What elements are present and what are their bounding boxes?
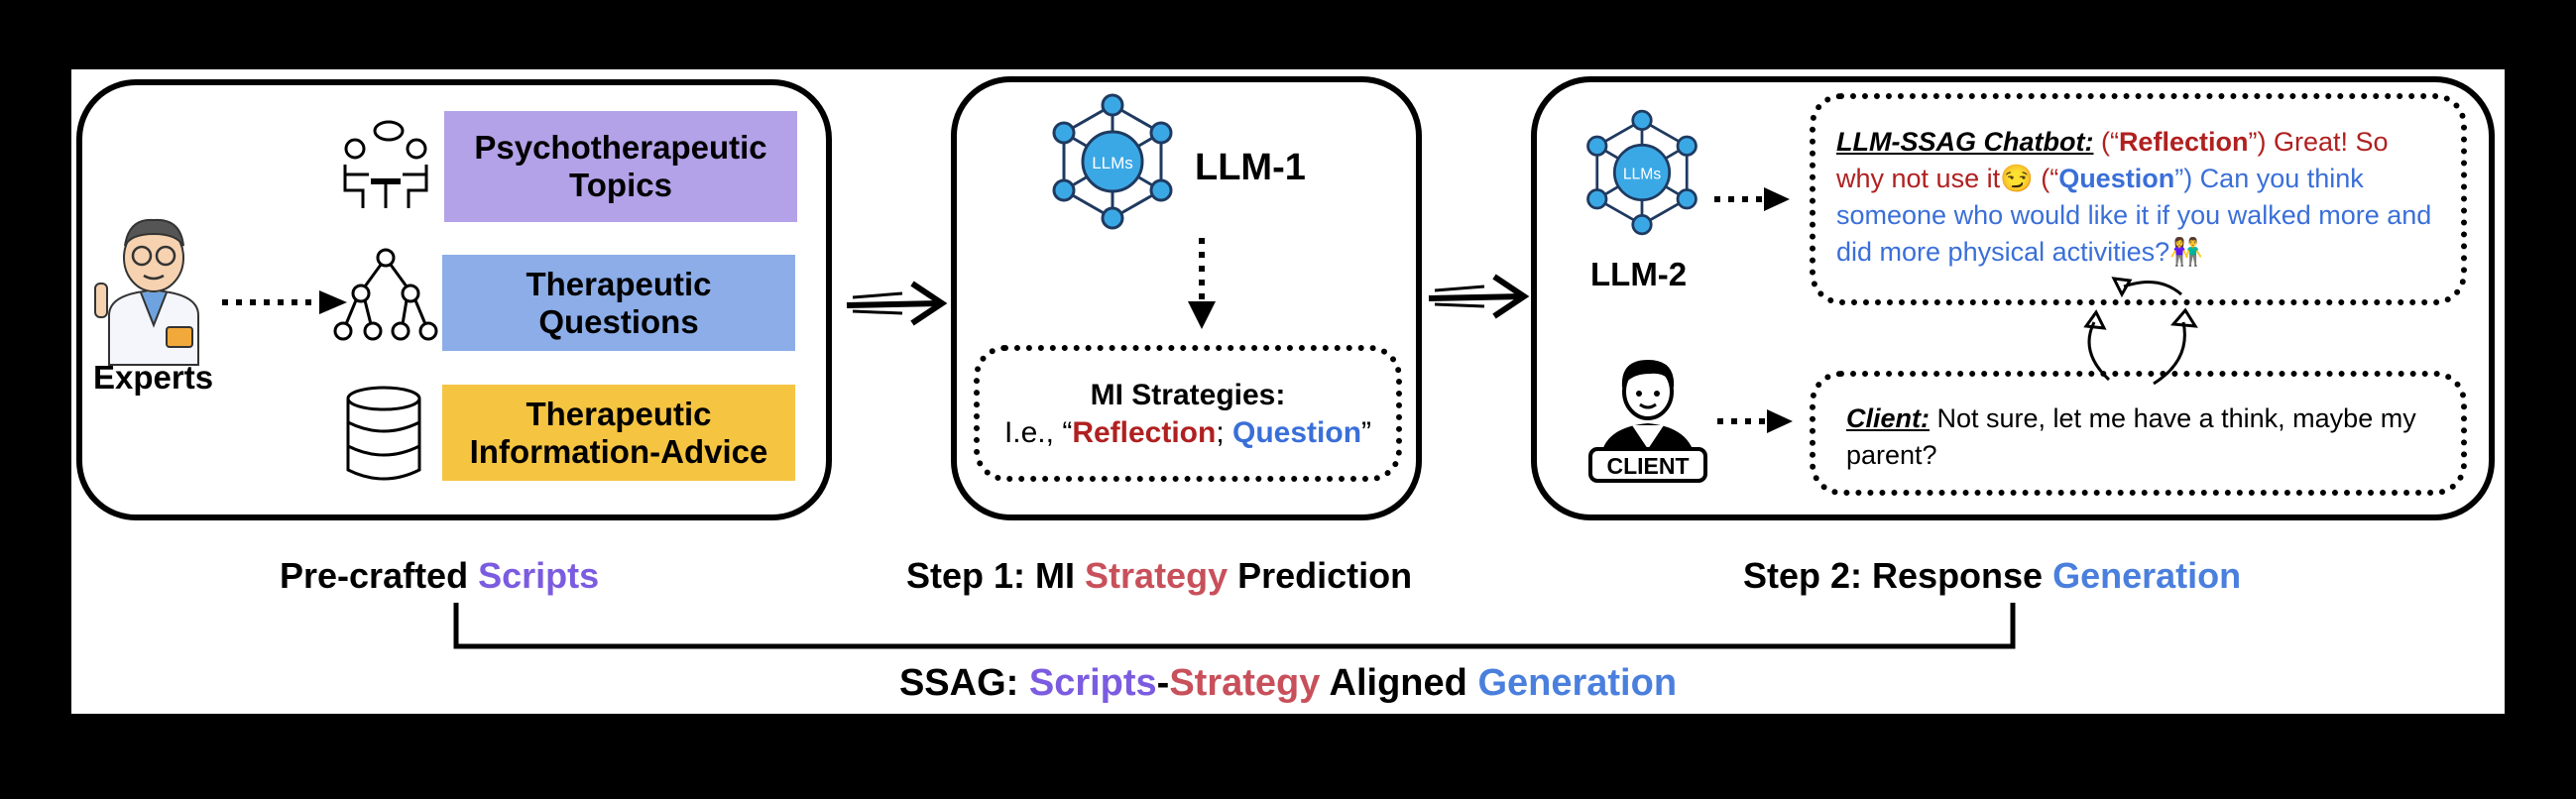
- llm-2-label: LLM-2: [1590, 256, 1688, 292]
- flow-arrow-2: [1428, 274, 1530, 319]
- strategy-caption: Step 1: MI Strategy Prediction: [906, 555, 1412, 597]
- llm-1-network-icon: LLMs: [1052, 93, 1173, 230]
- client-dotted-arrow: [1717, 409, 1793, 433]
- client-badge-text: CLIENT: [1606, 453, 1689, 479]
- psychotherapeutic-topics-box: Psychotherapeutic Topics: [444, 111, 797, 222]
- llm-1-icon-text: LLMs: [1092, 154, 1133, 172]
- scripts-caption: Pre-crafted Scripts: [280, 555, 599, 597]
- scripts-panel: [76, 79, 832, 520]
- llm-2-dotted-arrow: [1714, 187, 1790, 211]
- ssag-title-generation: Generation: [1477, 662, 1678, 704]
- strategy-panel: [951, 76, 1422, 520]
- chatbot-part-1: (“: [2093, 127, 2119, 157]
- chatbot-part-3: ”) Can you think someone who would like …: [1836, 164, 2432, 267]
- ssag-title-strategy: Strategy: [1169, 662, 1321, 704]
- chatbot-tag-reflection: Reflection: [2118, 127, 2249, 157]
- ssag-title: SSAG: Scripts-Strategy Aligned Generatio…: [71, 662, 2505, 705]
- mi-strategies-box: [974, 345, 1402, 482]
- strategy-reflection: Reflection: [1072, 416, 1217, 449]
- flow-arrow-1: [846, 281, 948, 326]
- strategies-separator: ;: [1216, 416, 1233, 449]
- bottom-bracket: [453, 603, 2016, 649]
- chatbot-tag-question: Question: [2058, 164, 2175, 193]
- llm-1-label: LLM-1: [1195, 147, 1306, 188]
- chatbot-part-2: ”) Great! So why not use it😏 (“: [1836, 127, 2389, 193]
- strategy-caption-prefix: Step 1: MI: [906, 555, 1086, 596]
- generation-caption-prefix: Step 2: Response: [1743, 555, 2053, 596]
- strategies-prefix: I.e., “: [1003, 416, 1073, 449]
- client-message-box: [1810, 371, 2467, 496]
- strategies-suffix: ”: [1361, 416, 1372, 449]
- client-name: Client:: [1846, 403, 1930, 433]
- generation-panel: [1531, 76, 2495, 520]
- ssag-title-scripts: Scripts: [1028, 662, 1157, 704]
- therapeutic-information-advice-box: Therapeutic Information-Advice: [442, 385, 795, 481]
- llm-2-network-icon: LLMs: [1586, 109, 1698, 236]
- conversation-icon: [343, 120, 428, 208]
- chatbot-name: LLM-SSAG Chatbot:: [1836, 127, 2094, 157]
- experts-dotted-arrow: [222, 290, 347, 314]
- scripts-caption-prefix: Pre-crafted: [280, 555, 479, 596]
- chatbot-message: LLM-SSAG Chatbot: (“Reflection”) Great! …: [1836, 124, 2441, 271]
- expert-doctor-icon: [94, 218, 199, 366]
- ssag-title-hyphen: -: [1156, 662, 1170, 704]
- strategy-caption-suffix: Prediction: [1228, 555, 1413, 596]
- therapeutic-questions-box: Therapeutic Questions: [442, 255, 795, 351]
- generation-caption-highlight: Generation: [2052, 555, 2242, 596]
- experts-label: Experts: [93, 359, 214, 396]
- ssag-title-prefix: SSAG:: [898, 662, 1029, 704]
- mi-strategies-examples: I.e., “Reflection; Question”: [974, 416, 1402, 450]
- strategy-caption-highlight: Strategy: [1085, 555, 1229, 596]
- client-text: Not sure, let me have a think, maybe my …: [1846, 403, 2416, 470]
- tree-hierarchy-icon: [333, 248, 438, 341]
- llm-2-icon-text: LLMs: [1623, 166, 1662, 182]
- strategy-question: Question: [1232, 416, 1362, 449]
- client-message: Client: Not sure, let me have a think, m…: [1846, 400, 2441, 474]
- chatbot-message-box: [1810, 93, 2467, 305]
- mi-strategies-title: MI Strategies:: [1090, 379, 1286, 411]
- llm-1-dotted-arrow: [1188, 238, 1216, 329]
- client-avatar-icon: CLIENT: [1588, 360, 1707, 483]
- figure-canvas: Experts Psychotherapeutic Topics Therape…: [71, 69, 2505, 714]
- database-icon: [346, 386, 421, 481]
- scripts-caption-highlight: Scripts: [478, 555, 600, 596]
- ssag-title-aligned: Aligned: [1320, 662, 1478, 704]
- generation-caption: Step 2: Response Generation: [1743, 555, 2241, 597]
